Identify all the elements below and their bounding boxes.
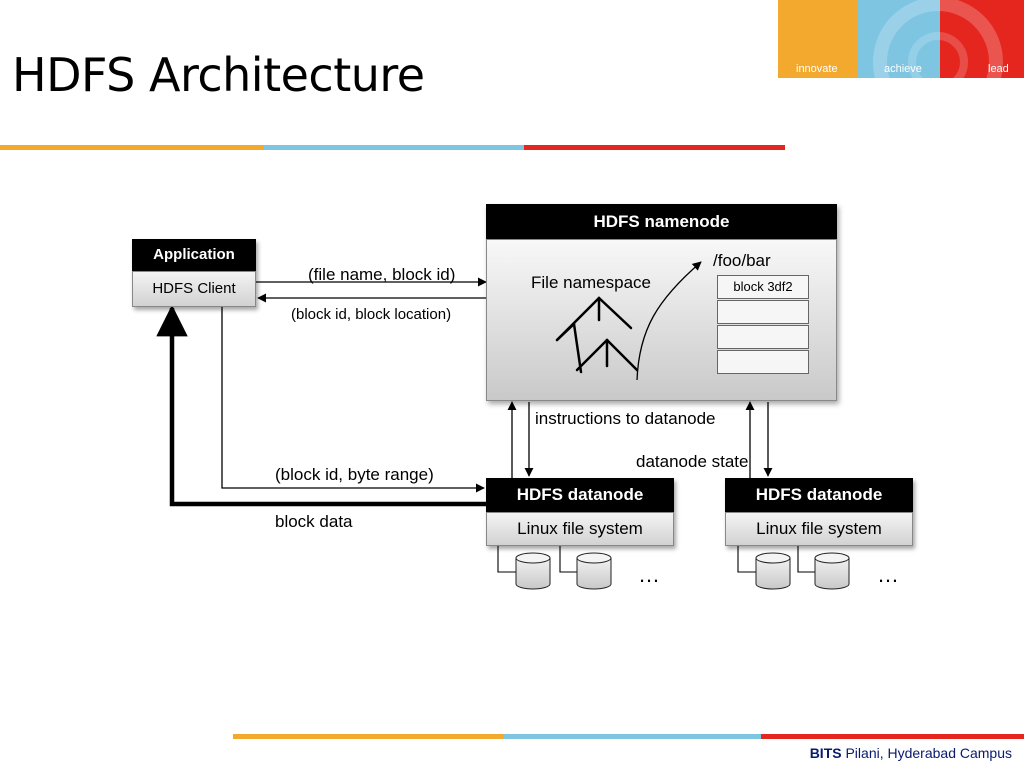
logo-word-achieve: achieve [884, 63, 922, 75]
logo-red-segment: lead [940, 0, 1024, 78]
logo-orange-segment: innovate [778, 0, 858, 78]
block-entry [717, 300, 809, 324]
title-divider [0, 145, 785, 150]
logo-blue-segment: achieve [858, 0, 940, 78]
request-label: (file name, block id) [308, 265, 456, 284]
byte-range-arrow [221, 306, 485, 493]
datanode-state-label: datanode state [636, 452, 749, 471]
namenode-header: HDFS namenode [486, 204, 837, 239]
block-data-label: block data [275, 512, 353, 531]
datanode-box: HDFS datanode Linux file system [486, 478, 674, 546]
brand-logo: innovate achieve lead [778, 0, 1024, 78]
block-list: block 3df2 [717, 275, 812, 375]
linux-fs-label: Linux file system [725, 512, 913, 546]
datanode-header: HDFS datanode [725, 478, 913, 512]
instructions-label: instructions to datanode [535, 409, 716, 428]
datanode-box: HDFS datanode Linux file system [725, 478, 913, 546]
linux-fs-label: Linux file system [486, 512, 674, 546]
block-data-arrow [156, 304, 486, 507]
application-box: Application HDFS Client [132, 239, 256, 307]
namespace-tree-icon [555, 261, 702, 381]
disk-icon [814, 552, 850, 590]
footer-campus: BITS Pilani, Hyderabad Campus [810, 745, 1012, 761]
disk-icon [755, 552, 791, 590]
block-entry [717, 350, 809, 374]
more-disks-ellipsis: … [638, 562, 660, 587]
datanode-header: HDFS datanode [486, 478, 674, 512]
more-disks-ellipsis: … [877, 562, 899, 587]
file-namespace-label: File namespace [531, 273, 652, 292]
footer-campus-text: Pilani, Hyderabad Campus [841, 745, 1012, 761]
application-header: Application [132, 239, 256, 271]
footer-bits: BITS [809, 745, 842, 761]
gear-watermark-icon [873, 0, 1003, 78]
block-entry: block 3df2 [717, 275, 809, 299]
namenode-box: HDFS namenode File namespace /foo/bar bl… [486, 204, 837, 401]
block-entry [717, 325, 809, 349]
logo-word-innovate: innovate [796, 63, 838, 75]
logo-word-lead: lead [988, 63, 1009, 75]
response-label: (block id, block location) [291, 306, 452, 323]
hdfs-client-label: HDFS Client [132, 271, 256, 307]
slide-title: HDFS Architecture [12, 48, 425, 102]
namenode-body: File namespace /foo/bar block 3df2 [486, 239, 837, 401]
byte-range-label: (block id, byte range) [275, 465, 434, 484]
footer-divider [233, 734, 1024, 739]
disk-icon [576, 552, 612, 590]
file-path-label: /foo/bar [713, 251, 771, 270]
disk-icon [515, 552, 551, 590]
